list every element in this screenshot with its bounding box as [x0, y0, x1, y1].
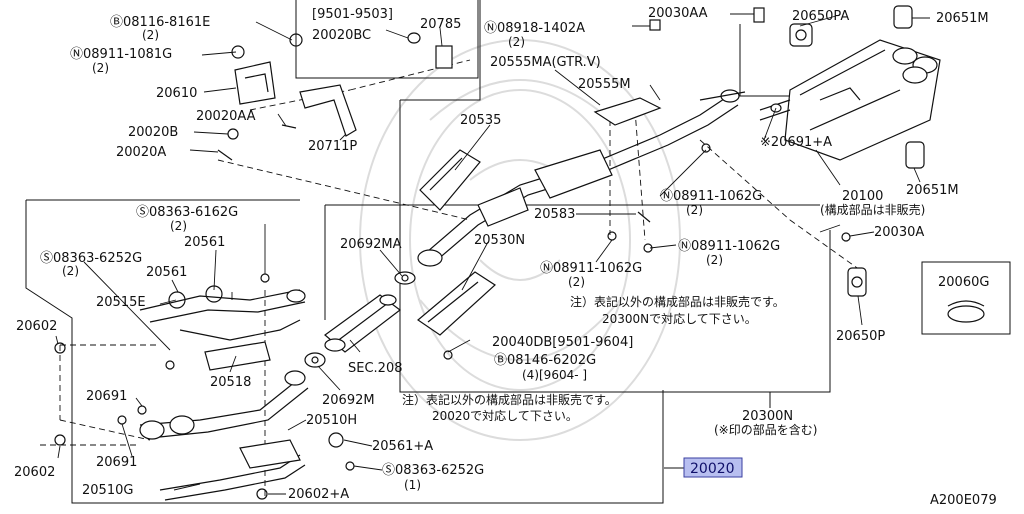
- label-n08911-1081g: Ⓝ08911-1081G: [70, 47, 172, 62]
- label-b08116-qty: (2): [142, 28, 159, 42]
- label-20060g: 20060G: [938, 275, 989, 290]
- label-20030a: 20030A: [874, 225, 924, 240]
- label-s08363-6162g: Ⓢ08363-6162G: [136, 205, 238, 220]
- diagram-code: A200E079: [930, 493, 997, 508]
- plug-20060g: [947, 300, 985, 323]
- label-20300n: 20300N: [742, 409, 793, 424]
- label-20020bc: 20020BC: [312, 28, 371, 43]
- label-20602a: 20602+A: [288, 487, 349, 502]
- top-bracket-parts: [407, 7, 765, 69]
- label-20555m: 20555M: [578, 77, 631, 92]
- label-note2-line1: 注）表記以外の構成部品は非販売です。: [402, 392, 617, 407]
- label-20583: 20583: [534, 207, 575, 222]
- label-20530n: 20530N: [474, 233, 525, 248]
- label-b08146: Ⓑ08146-6202G: [494, 353, 596, 368]
- label-note2-line2: 20020で対応して下さい。: [432, 409, 578, 423]
- label-note1-line2: 20300Nで対応して下さい。: [602, 312, 757, 326]
- label-sec208: SEC.208: [348, 361, 403, 376]
- gaskets: [304, 271, 416, 368]
- label-20650p: 20650P: [836, 329, 885, 344]
- label-20100: 20100: [842, 189, 883, 204]
- label-s08363-6252g-a: Ⓢ08363-6252G: [40, 251, 142, 266]
- label-s08363-6252g-b-qty: (1): [404, 478, 421, 492]
- center-pipe: [417, 89, 746, 267]
- label-s08363-6252g-a-qty: (2): [62, 264, 79, 278]
- label-n08918-qty: (2): [508, 35, 525, 49]
- label-20510h: 20510H: [306, 413, 357, 428]
- label-n08911-1062g-a-qty: (2): [686, 203, 703, 217]
- label-20602-a: 20602: [16, 319, 57, 334]
- label-20561-b: 20561: [146, 265, 187, 280]
- label-20561a: 20561+A: [372, 439, 433, 454]
- label-20691a: ※20691+A: [760, 135, 832, 150]
- label-20711p: 20711P: [308, 139, 357, 154]
- label-n08918: Ⓝ08918-1402A: [484, 21, 585, 36]
- leader-lines: [55, 13, 930, 495]
- label-20651m-bottom: 20651M: [906, 183, 959, 198]
- rubber-hangers: [789, 5, 925, 297]
- label-20518: 20518: [210, 375, 251, 390]
- label-20030aa: 20030AA: [648, 6, 708, 21]
- highlight-20020[interactable]: 20020: [683, 457, 743, 478]
- label-20691-b: 20691: [96, 455, 137, 470]
- label-20561-a: 20561: [184, 235, 225, 250]
- label-20602-b: 20602: [14, 465, 55, 480]
- label-n08911-1062g-c-qty: (2): [706, 253, 723, 267]
- label-20785: 20785: [420, 17, 461, 32]
- label-20650pa: 20650PA: [792, 9, 849, 24]
- label-20535: 20535: [460, 113, 501, 128]
- label-20515e: 20515E: [96, 295, 146, 310]
- label-n08911-1062g-b-qty: (2): [568, 275, 585, 289]
- assembly-frames: [25, 0, 1011, 504]
- highlight-label[interactable]: 20020: [690, 461, 735, 477]
- label-20020aa: 20020AA: [196, 109, 256, 124]
- label-range-9501-9503: [9501-9503]: [312, 7, 393, 22]
- label-20300n-note: (※印の部品を含む): [714, 422, 817, 437]
- label-20510g: 20510G: [82, 483, 133, 498]
- label-n08911-1062g-b: Ⓝ08911-1062G: [540, 261, 642, 276]
- label-20555ma: 20555MA(GTR.V): [490, 55, 601, 70]
- rear-muffler: [759, 39, 941, 161]
- label-s08363-6162g-qty: (2): [170, 219, 187, 233]
- label-n08911-1062g-a: Ⓝ08911-1062G: [660, 189, 762, 204]
- label-20020b: 20020B: [128, 125, 178, 140]
- label-s08363-6252g-b: Ⓢ08363-6252G: [382, 463, 484, 478]
- label-b08146-qty: (4)[9604- ]: [522, 368, 587, 382]
- label-n08911-1081g-qty: (2): [92, 61, 109, 75]
- label-note1-line1: 注）表記以外の構成部品は非販売です。: [570, 294, 785, 309]
- label-20692ma: 20692MA: [340, 237, 402, 252]
- callout-labels: Ⓑ08116-8161E (2) [9501-9503] 20785 20020…: [14, 6, 989, 502]
- watermark-emblem: [359, 39, 681, 441]
- label-20610: 20610: [156, 86, 197, 101]
- part-drawings: [54, 5, 985, 501]
- label-n08911-1062g-c: Ⓝ08911-1062G: [678, 239, 780, 254]
- catalytic-converter: [324, 294, 401, 353]
- label-20100-note: (構成部品は非販売): [820, 202, 925, 217]
- label-20691-a: 20691: [86, 389, 127, 404]
- fasteners: [443, 143, 851, 360]
- label-20020a: 20020A: [116, 145, 166, 160]
- label-20692m: 20692M: [322, 393, 375, 408]
- label-20651m-top: 20651M: [936, 11, 989, 26]
- heat-shields: [417, 97, 662, 336]
- label-b08116: Ⓑ08116-8161E: [110, 15, 210, 30]
- label-20040db: 20040DB[9501-9604]: [492, 335, 633, 350]
- highlight-box[interactable]: [683, 457, 743, 478]
